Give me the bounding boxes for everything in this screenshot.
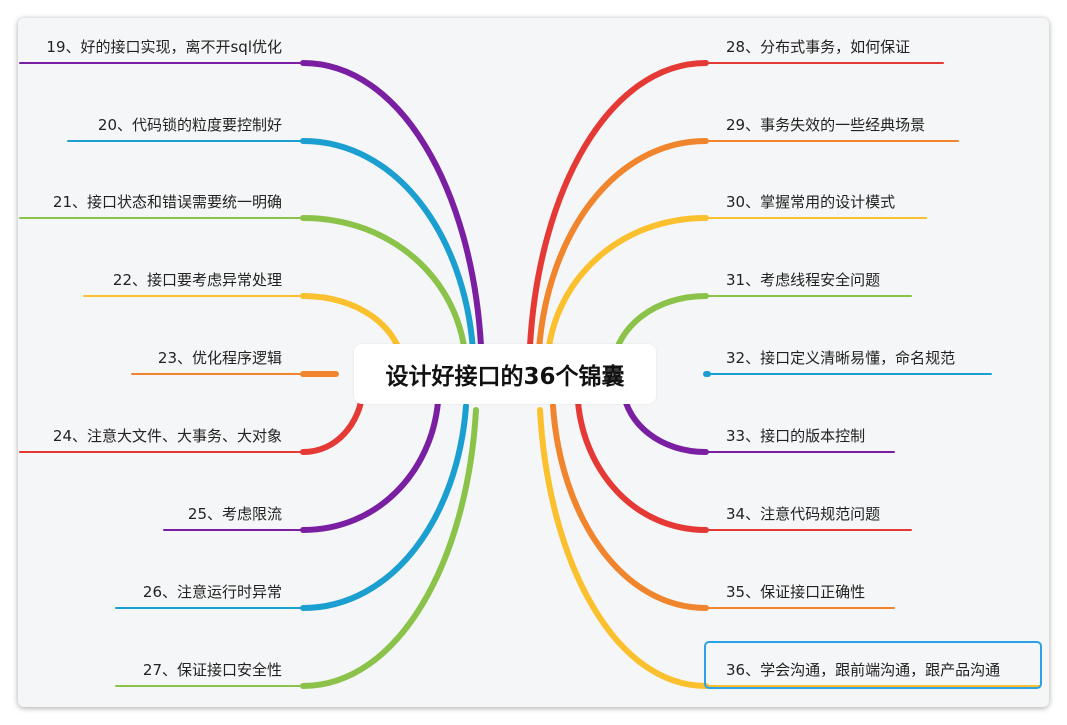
right-branch-curve xyxy=(550,403,709,611)
mindmap-canvas: 19、好的接口实现，离不开sql优化 20、代码锁的粒度要控制好 21、接口状态和错… xyxy=(18,18,1049,707)
left-branch-curve xyxy=(300,399,441,533)
central-topic[interactable]: 设计好接口的36个锦囊 xyxy=(354,344,656,404)
right-branch-curve xyxy=(536,138,709,353)
left-topic-25[interactable]: 25、考虑限流 xyxy=(187,505,282,523)
right-branch-curve xyxy=(527,60,709,349)
right-topic-32[interactable]: 32、接口定义清晰易懂，命名规范 xyxy=(726,349,956,367)
left-topic-19[interactable]: 19、好的接口实现，离不开sql优化 xyxy=(46,38,282,56)
left-branch-curve xyxy=(300,60,484,349)
right-topic-33[interactable]: 33、接口的版本控制 xyxy=(726,427,866,445)
left-topic-24[interactable]: 24、注意大文件、大事务、大对象 xyxy=(52,427,282,445)
left-topic-23[interactable]: 23、优化程序逻辑 xyxy=(157,349,282,367)
right-topic-35[interactable]: 35、保证接口正确性 xyxy=(726,583,866,601)
left-topic-20[interactable]: 20、代码锁的粒度要控制好 xyxy=(97,116,282,134)
right-topic-29[interactable]: 29、事务失效的一些经典场景 xyxy=(726,116,926,134)
right-topic-34[interactable]: 34、注意代码规范问题 xyxy=(726,505,881,523)
left-topic-21[interactable]: 21、接口状态和错误需要统一明确 xyxy=(52,193,282,211)
right-topic-30[interactable]: 30、掌握常用的设计模式 xyxy=(726,193,896,211)
left-branch-curve xyxy=(300,215,468,357)
left-topic-26[interactable]: 26、注意运行时异常 xyxy=(142,583,282,601)
left-branch-curve xyxy=(300,407,479,689)
left-topic-22[interactable]: 22、接口要考虑异常处理 xyxy=(112,271,282,289)
right-branch-curve xyxy=(575,399,709,533)
branch-links xyxy=(19,60,1041,689)
right-branch-curve xyxy=(545,215,709,357)
right-topic-31[interactable]: 31、考虑线程安全问题 xyxy=(726,271,881,289)
right-branch-curve xyxy=(537,407,709,689)
right-topic-36[interactable]: 36、学会沟通，跟前端沟通，跟产品沟通 xyxy=(726,661,1001,679)
left-topic-27[interactable]: 27、保证接口安全性 xyxy=(142,661,282,679)
right-topic-28[interactable]: 28、分布式事务，如何保证 xyxy=(726,38,911,56)
left-branch-curve xyxy=(300,403,469,611)
left-branch-curve xyxy=(300,138,476,353)
